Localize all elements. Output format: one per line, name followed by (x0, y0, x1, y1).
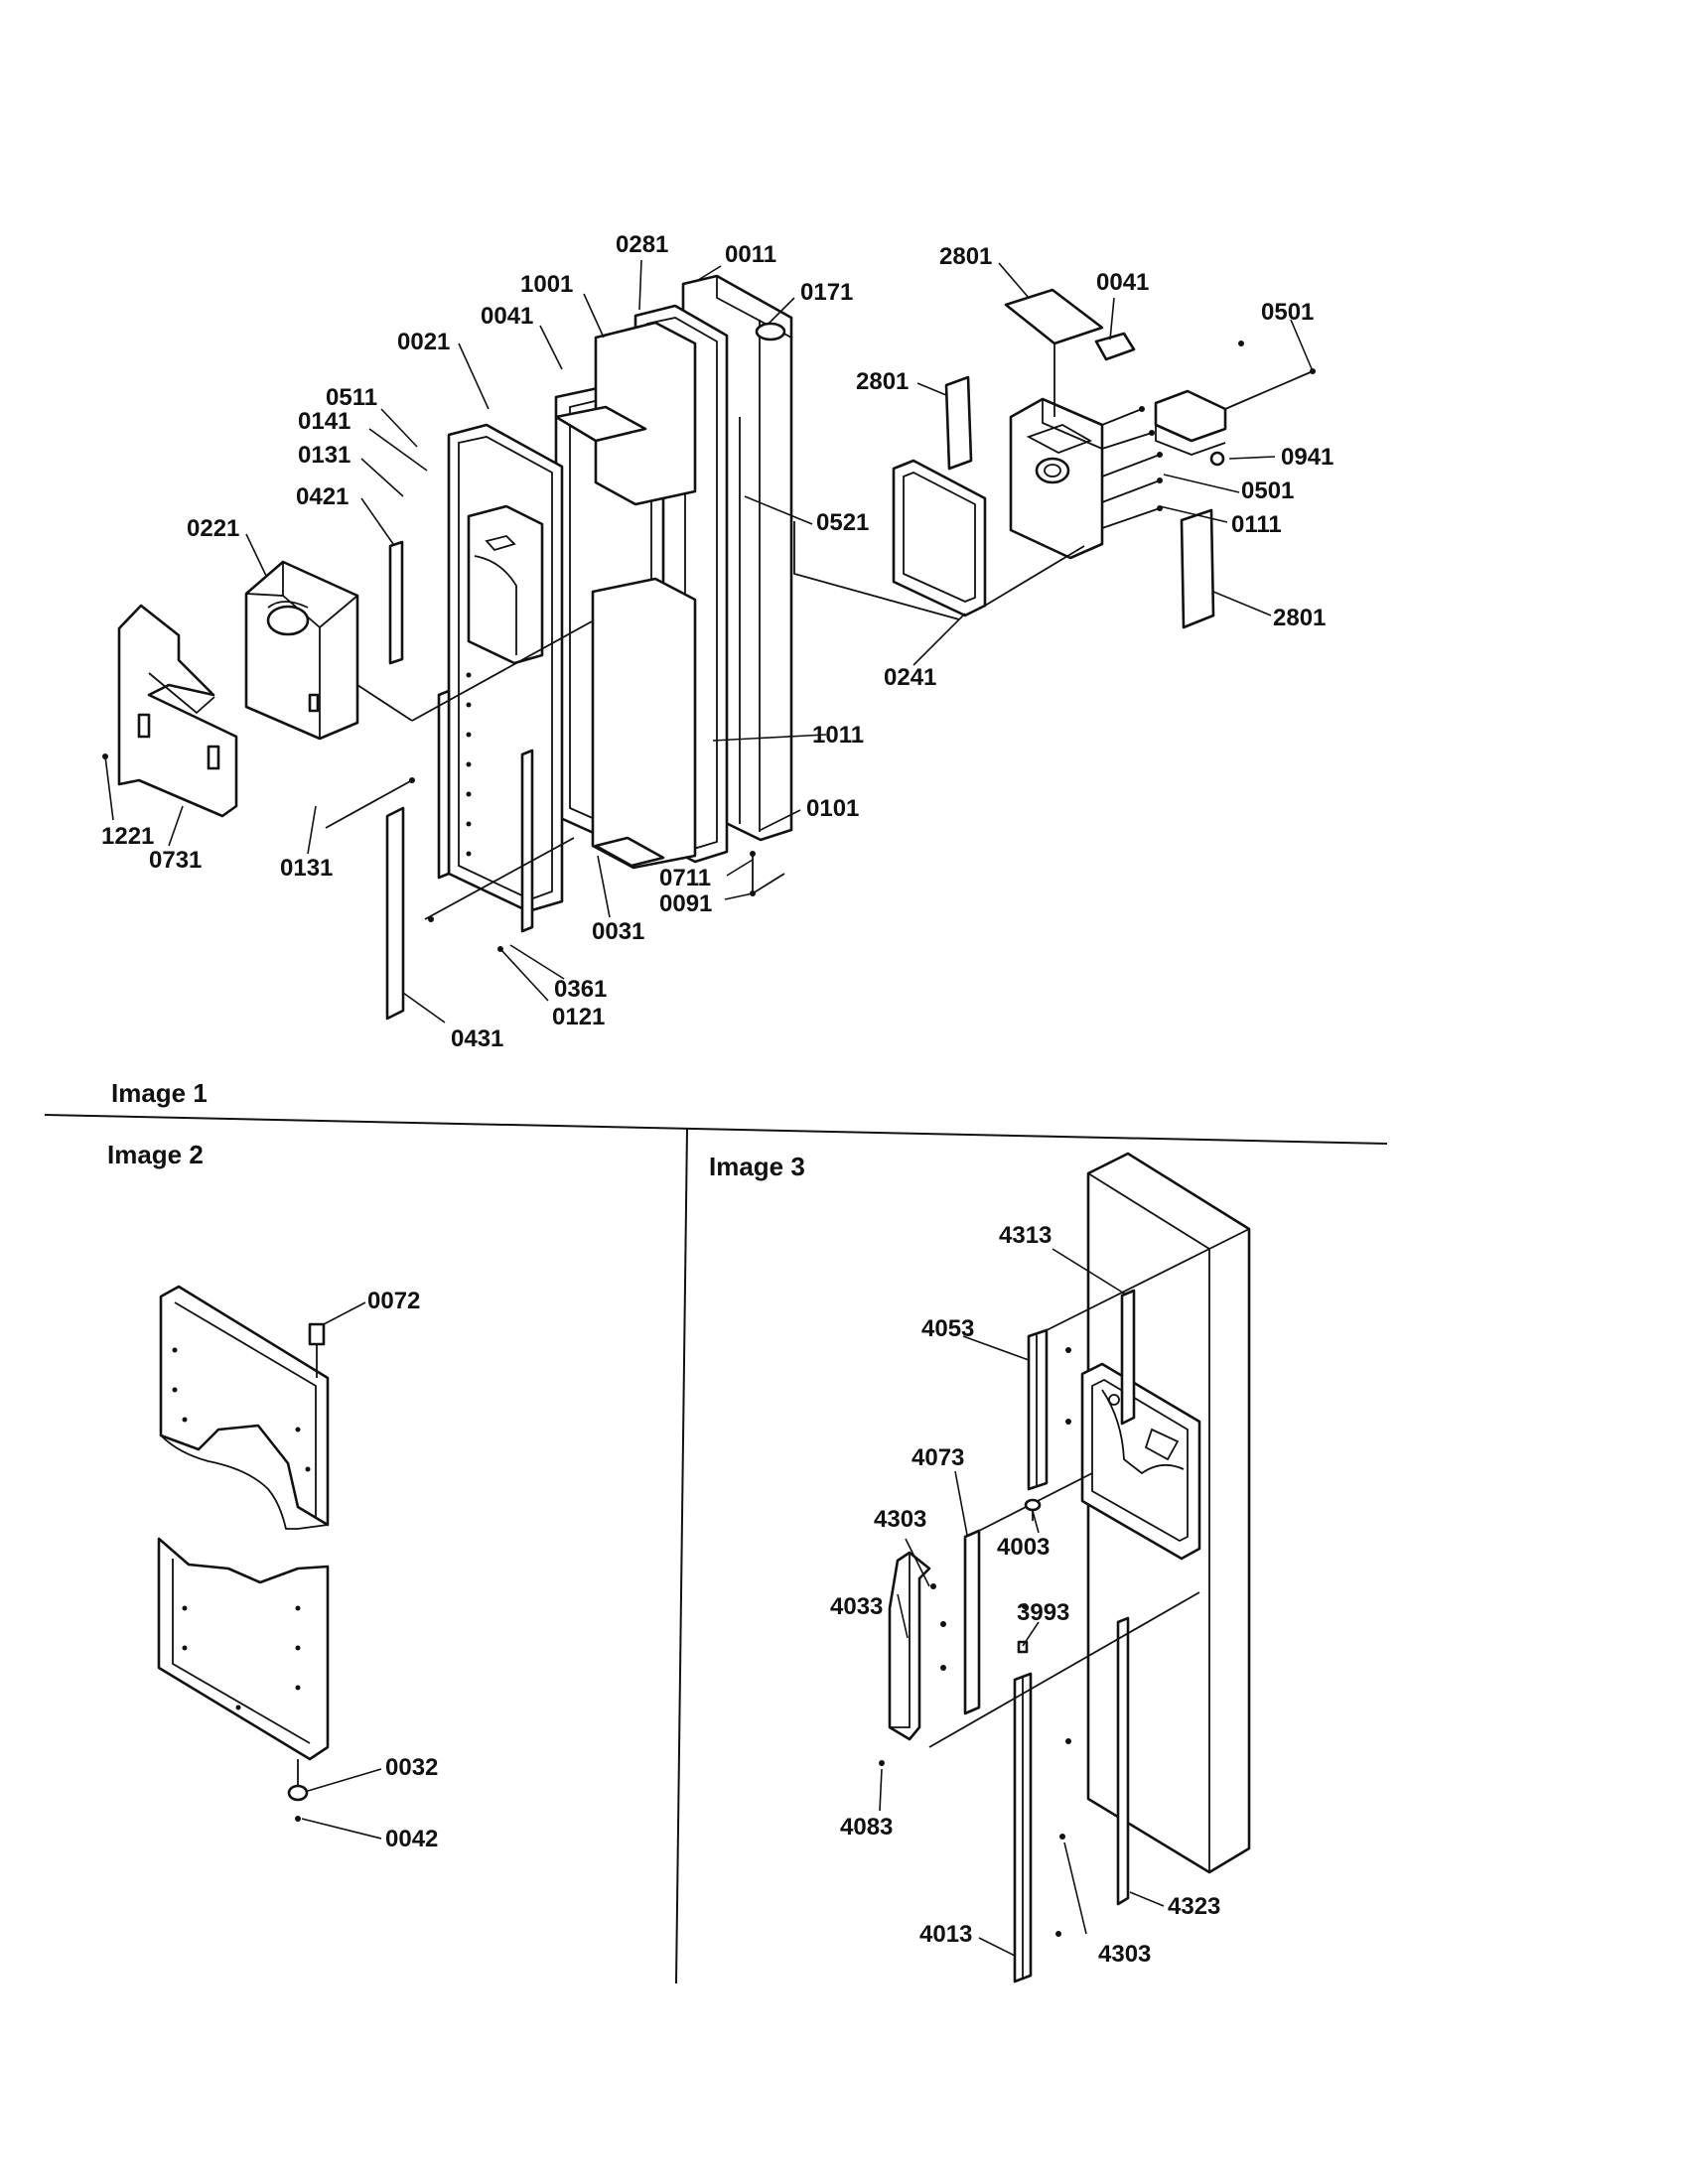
callout-0431: 0431 (451, 1025, 503, 1052)
trim-4073 (963, 1529, 981, 1715)
callout-0711: 0711 (659, 865, 711, 891)
callout-3993: 3993 (1017, 1599, 1069, 1626)
ice-chute-housing (244, 560, 359, 741)
door-lower (157, 1537, 330, 1761)
callout-0171: 0171 (800, 279, 853, 306)
callout-0041: 0041 (481, 303, 533, 330)
vertical-divider (675, 1128, 688, 1984)
caption-image-2: Image 2 (107, 1140, 204, 1169)
dispenser-cover (117, 604, 238, 818)
trim-0421 (388, 540, 404, 665)
callout-0091: 0091 (659, 890, 712, 917)
callout-4303-lower: 4303 (1098, 1941, 1151, 1968)
bottom-hinge (287, 1784, 309, 1802)
callout-0031: 0031 (592, 918, 644, 945)
side-strip-right (520, 749, 534, 933)
trim-4313 (1120, 1289, 1136, 1426)
callout-4033: 4033 (830, 1593, 883, 1620)
callout-4073: 4073 (912, 1444, 964, 1471)
side-strip-left (437, 689, 451, 880)
callout-0361: 0361 (554, 976, 607, 1003)
callout-0941: 0941 (1281, 444, 1333, 471)
callout-4053: 4053 (921, 1315, 974, 1342)
foam-block-right (1180, 508, 1215, 629)
callout-1221: 1221 (101, 823, 154, 850)
callout-0241: 0241 (884, 664, 936, 691)
door-upper (159, 1285, 330, 1527)
caption-image-3: Image 3 (709, 1152, 805, 1181)
callout-2801-left: 2801 (856, 368, 909, 395)
caption-image-1: Image 1 (111, 1078, 208, 1108)
callout-0032: 0032 (385, 1754, 438, 1781)
callout-0042: 0042 (385, 1826, 438, 1852)
callout-2801-right: 2801 (1273, 605, 1326, 631)
callout-4323: 4323 (1168, 1893, 1220, 1920)
callout-4013: 4013 (919, 1921, 972, 1948)
callout-0131-lower: 0131 (280, 855, 333, 882)
callout-0521: 0521 (816, 509, 869, 536)
auger-motor-assembly (1009, 341, 1316, 560)
dispenser-frame (447, 423, 564, 913)
image3-cabinet-trim: 4313 4053 4073 4003 4303 4033 3993 4083 … (709, 1152, 1251, 1983)
callout-0101: 0101 (806, 795, 859, 822)
callout-4003: 4003 (997, 1534, 1050, 1561)
upper-insulation-panel (594, 321, 697, 506)
callout-0111: 0111 (1231, 511, 1282, 538)
callout-0501-top: 0501 (1261, 299, 1314, 326)
trim-0431 (385, 806, 405, 1021)
callout-2801-top: 2801 (939, 243, 992, 270)
callout-0501-mid: 0501 (1241, 478, 1294, 504)
dispenser-mount-frame (892, 459, 987, 617)
trim-4053 (1027, 1328, 1049, 1491)
callout-4313: 4313 (999, 1222, 1052, 1249)
horizontal-divider (44, 1114, 1388, 1145)
lower-insulation-panel (591, 577, 697, 870)
callout-1001: 1001 (520, 271, 573, 298)
image1-door-assembly: 0281 0011 0171 1001 0041 0021 0511 0141 … (101, 231, 1333, 1108)
top-hinge (308, 1322, 326, 1346)
callout-0141: 0141 (298, 408, 351, 435)
callout-4083: 4083 (840, 1814, 893, 1841)
foam-block-left (944, 375, 973, 471)
image2-door-hinge: 0072 0032 0042 Image 2 (107, 1140, 438, 1852)
callout-0121: 0121 (552, 1004, 605, 1030)
trim-4323 (1116, 1616, 1130, 1906)
callout-0731: 0731 (149, 847, 202, 874)
callout-1011: 1011 (812, 722, 864, 749)
callout-4303-upper: 4303 (874, 1506, 926, 1533)
callout-0011: 0011 (725, 241, 776, 268)
callout-0021: 0021 (397, 329, 450, 355)
callout-0131: 0131 (298, 442, 351, 469)
dispenser-recess (1080, 1362, 1201, 1561)
callout-0511: 0511 (326, 384, 377, 411)
callout-0281: 0281 (616, 231, 668, 258)
small-block (1094, 332, 1136, 361)
callout-0221: 0221 (187, 515, 239, 542)
callout-0041-right: 0041 (1096, 269, 1149, 296)
callout-0421: 0421 (296, 483, 349, 510)
foam-block-top (1004, 288, 1104, 345)
callout-0072: 0072 (367, 1288, 420, 1314)
